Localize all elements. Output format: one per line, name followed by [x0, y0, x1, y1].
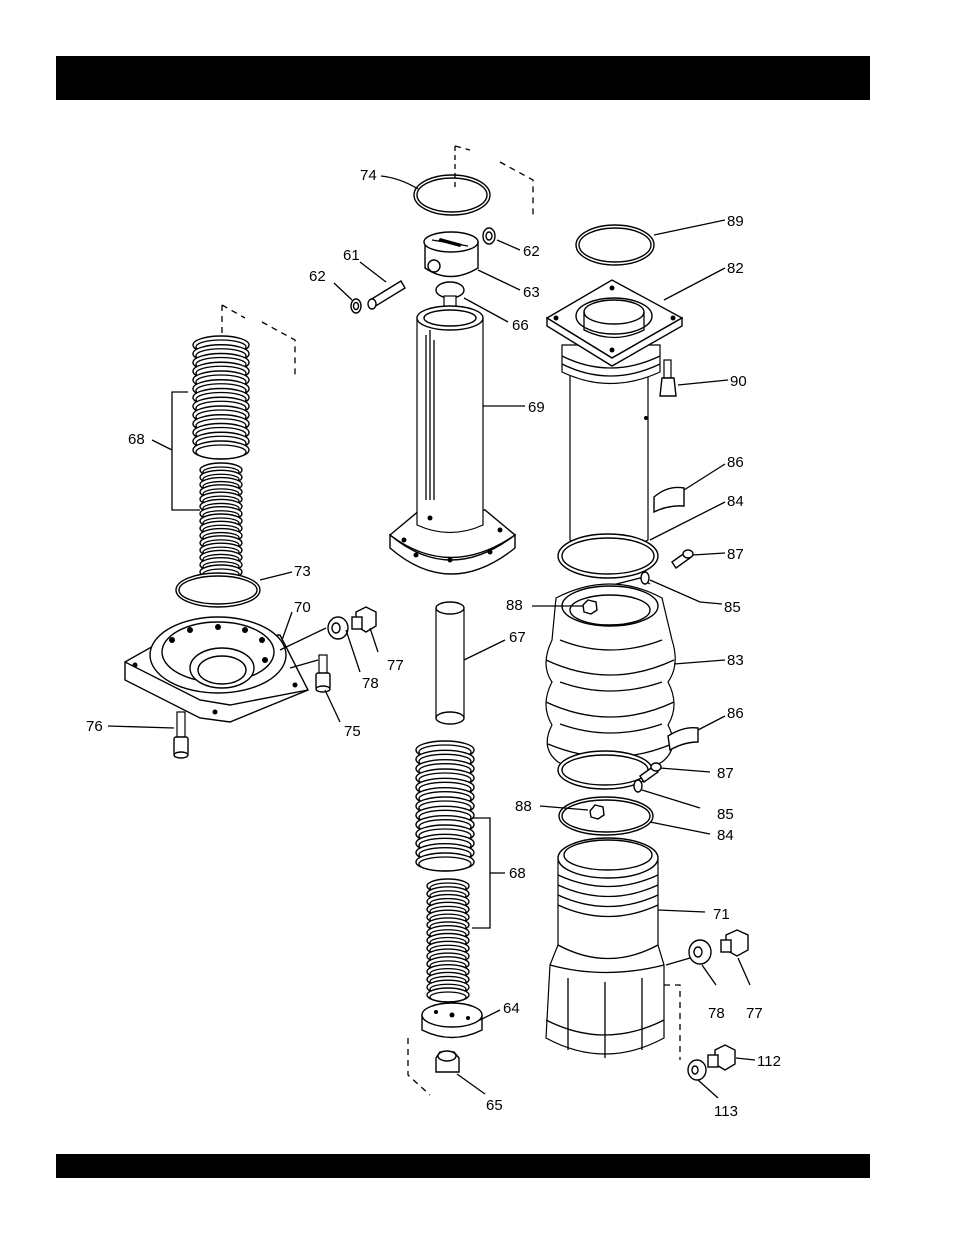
callout-86-lower: 86 [727, 705, 744, 722]
callout-65: 65 [486, 1097, 503, 1114]
callout-76: 76 [86, 718, 103, 735]
part-68-spring-upper-outer [193, 336, 249, 459]
callout-78-right: 78 [708, 1005, 725, 1022]
part-83-bellows [546, 584, 675, 776]
part-74-oring [414, 175, 490, 215]
part-61-pin [368, 281, 405, 309]
part-65-nut [436, 1051, 459, 1072]
callout-82: 82 [727, 260, 744, 277]
part-86-guard-upper [654, 487, 684, 512]
part-85-clamp-lower [558, 751, 652, 792]
part-87-screw-upper [672, 550, 693, 568]
callout-68-lower: 68 [509, 865, 526, 882]
callout-66: 66 [512, 317, 529, 334]
part-84-ring-upper [558, 534, 658, 578]
part-77-plug-right [721, 930, 748, 956]
callout-70: 70 [294, 599, 311, 616]
callout-71: 71 [713, 906, 730, 923]
callout-90: 90 [730, 373, 747, 390]
part-78-washer-right [689, 940, 711, 964]
callout-74: 74 [360, 167, 377, 184]
part-63-piston-head [424, 232, 478, 277]
part-67-tube [436, 602, 464, 724]
part-68-spring-lower-outer [416, 741, 474, 871]
callout-62-right: 62 [523, 243, 540, 260]
callout-89: 89 [727, 213, 744, 230]
callout-77-left: 77 [387, 657, 404, 674]
part-70-base-plate [125, 617, 308, 722]
callout-83: 83 [727, 652, 744, 669]
part-112-plug [708, 1045, 735, 1070]
callout-68-upper: 68 [128, 431, 145, 448]
callout-78-left: 78 [362, 675, 379, 692]
callout-61: 61 [343, 247, 360, 264]
part-64-spring-seat [422, 1003, 482, 1038]
callout-69: 69 [528, 399, 545, 416]
callout-73: 73 [294, 563, 311, 580]
callout-112: 112 [757, 1053, 781, 1070]
part-113-washer [688, 1060, 706, 1080]
part-86-guard-lower [668, 728, 698, 750]
part-78-washer-left [328, 617, 348, 639]
callout-87-upper: 87 [727, 546, 744, 563]
part-71-lower-housing [546, 838, 664, 1058]
callout-64: 64 [503, 1000, 520, 1017]
callout-84-upper: 84 [727, 493, 744, 510]
part-77-plug-left [352, 607, 376, 632]
callout-86-upper: 86 [727, 454, 744, 471]
callout-88-upper: 88 [506, 597, 523, 614]
callout-62-left: 62 [309, 268, 326, 285]
callout-113: 113 [714, 1103, 738, 1120]
part-68-spring-lower-inner [427, 879, 469, 1002]
part-76-bolt [174, 712, 188, 758]
callout-84-lower: 84 [717, 827, 734, 844]
part-62-clip-right [483, 228, 495, 244]
callout-67: 67 [509, 629, 526, 646]
callout-85-lower: 85 [717, 806, 734, 823]
part-73-oring [176, 573, 260, 607]
callout-77-right: 77 [746, 1005, 763, 1022]
callout-63: 63 [523, 284, 540, 301]
part-62-clip-left [351, 299, 361, 313]
part-68-spring-upper-inner [200, 463, 242, 579]
part-90-bolt [660, 360, 676, 396]
callout-88-lower: 88 [515, 798, 532, 815]
callout-87-lower: 87 [717, 765, 734, 782]
part-84-ring-lower [559, 797, 653, 835]
part-89-oring [576, 225, 654, 265]
callout-75: 75 [344, 723, 361, 740]
part-69-guide-cylinder [390, 306, 515, 574]
callout-85-upper: 85 [724, 599, 741, 616]
part-88-nut-upper [583, 600, 597, 614]
